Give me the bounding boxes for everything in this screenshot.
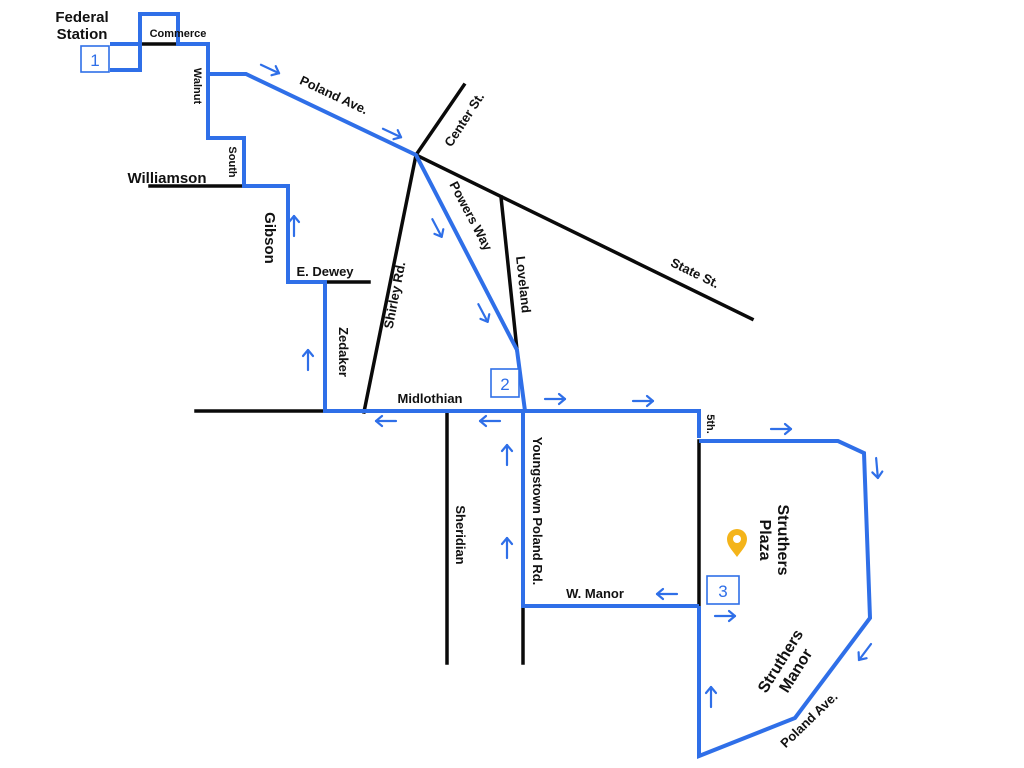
route-direction-arrow-icon	[259, 63, 281, 77]
label-loveland: Loveland	[513, 255, 534, 313]
label-williamson: Williamson	[127, 170, 206, 187]
stop-3[interactable]: 3	[706, 575, 740, 605]
label-south: South	[226, 146, 238, 177]
stop-2-number: 2	[500, 375, 509, 394]
map-pin-icon[interactable]	[727, 529, 747, 557]
stop-1[interactable]: 1	[80, 45, 110, 73]
label-sheridian: Sheridian	[453, 505, 468, 564]
route-direction-arrow-icon	[500, 536, 514, 560]
stop-1-number: 1	[90, 51, 99, 70]
label-struthers-plaza-line2: Plaza	[756, 520, 773, 561]
label-federal-station-line2: Station	[57, 26, 108, 43]
streets	[138, 42, 755, 665]
route-direction-arrow-icon	[477, 303, 491, 323]
stop-2-box	[490, 368, 520, 398]
bus-route	[110, 12, 873, 759]
label-gibson: Gibson	[261, 212, 278, 264]
route-direction-arrows	[259, 63, 884, 709]
route-direction-arrow-icon	[769, 422, 793, 436]
stop-3-box	[706, 575, 740, 605]
street-state-st	[413, 152, 755, 322]
label-struthers-plaza: Struthers Plaza	[756, 504, 791, 575]
label-poland-ave: Poland Ave.	[297, 73, 370, 118]
route-direction-arrow-icon	[871, 456, 884, 480]
route-direction-arrow-icon	[374, 414, 398, 428]
street-shirley-rd	[361, 152, 419, 415]
route-direction-arrow-icon	[704, 685, 718, 709]
route-direction-arrow-icon	[857, 642, 873, 662]
label-shirley-rd: Shirley Rd.	[381, 260, 409, 330]
label-midlothian: Midlothian	[398, 391, 463, 406]
street-loveland	[499, 195, 519, 352]
label-zedaker: Zedaker	[336, 327, 351, 377]
label-federal-station-line1: Federal	[55, 9, 108, 26]
route-direction-arrow-icon	[381, 127, 403, 141]
route-direction-arrow-icon	[655, 587, 679, 601]
stop-3-number: 3	[718, 582, 727, 601]
label-state-st: State St.	[668, 255, 721, 291]
label-center-st: Center St.	[441, 90, 487, 150]
label-youngstown-poland-rd: Youngstown Poland Rd.	[530, 437, 545, 586]
route-direction-arrow-icon	[287, 214, 301, 238]
route-direction-arrow-icon	[301, 348, 315, 372]
stop-1-box	[80, 45, 110, 73]
label-commerce: Commerce	[150, 28, 207, 40]
street-center-st	[413, 82, 467, 158]
route-direction-arrow-icon	[431, 218, 445, 238]
label-e-dewey: E. Dewey	[296, 264, 354, 279]
label-fifth: 5th.	[704, 414, 716, 434]
route-direction-arrow-icon	[478, 414, 502, 428]
route-direction-arrow-icon	[631, 394, 655, 408]
label-struthers-plaza-line1: Struthers	[774, 504, 791, 575]
route-federal-station-loop	[110, 12, 210, 72]
label-w-manor: W. Manor	[566, 586, 624, 601]
route-midlothian	[364, 409, 701, 438]
route-walnut-gibson-zedaker	[206, 42, 364, 413]
route-struthers-loop	[697, 439, 873, 759]
label-walnut: Walnut	[191, 68, 203, 105]
route-direction-arrow-icon	[713, 609, 737, 623]
route-w-manor-youngstown-poland	[521, 411, 699, 608]
route-direction-arrow-icon	[543, 392, 567, 406]
route-direction-arrow-icon	[500, 443, 514, 467]
stop-2[interactable]: 2	[490, 368, 520, 398]
